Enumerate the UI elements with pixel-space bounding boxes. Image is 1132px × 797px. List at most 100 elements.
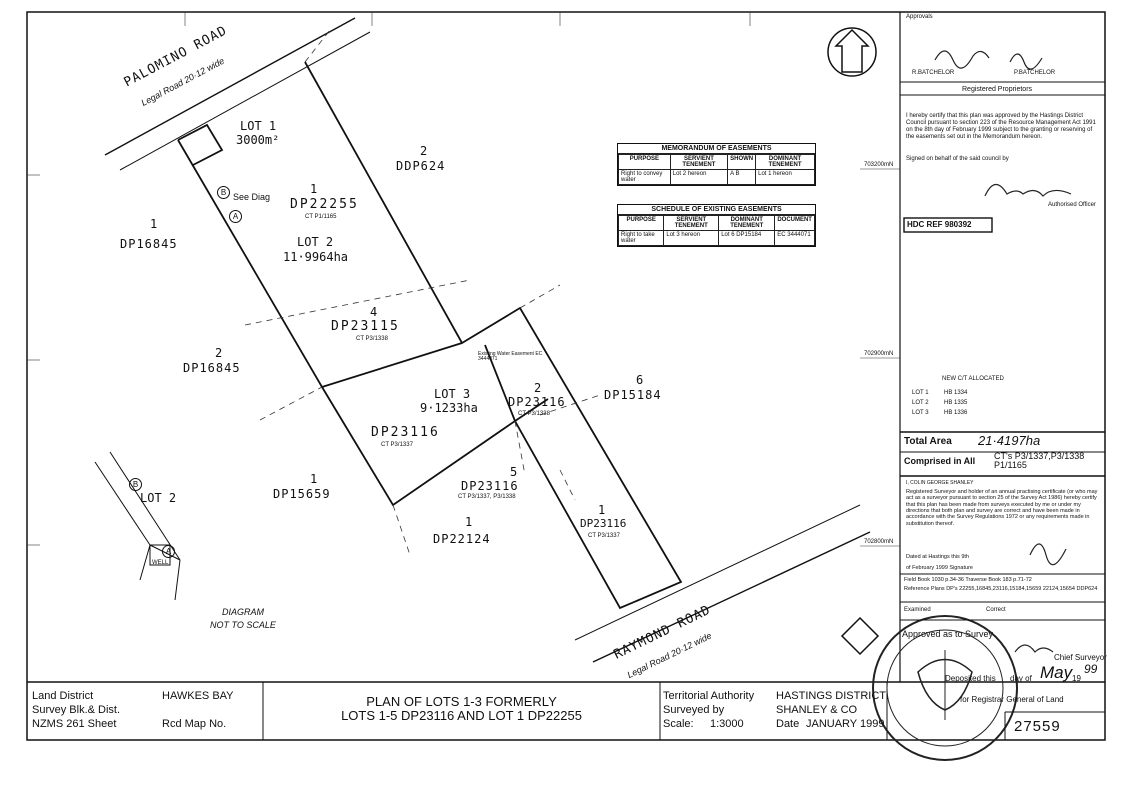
signature-scribbles bbox=[934, 50, 1072, 653]
ct-lot1-value: HB 1334 bbox=[944, 390, 968, 396]
lot2-label: LOT 2 bbox=[297, 235, 334, 249]
ct-lot2-value: HB 1335 bbox=[944, 400, 968, 406]
registered-proprietors-label: Registered Proprietors bbox=[962, 86, 1033, 93]
dp22124-number: 1 bbox=[465, 515, 473, 529]
surveyed-by-value: SHANLEY & CO bbox=[776, 704, 858, 716]
schedule-header-dominant: DOMINANT TENEMENT bbox=[718, 215, 776, 231]
date-value: JANUARY 1999 bbox=[806, 718, 885, 730]
comprised-in-value: CT's P3/1337,P3/1338 P1/1165 bbox=[994, 451, 1085, 471]
diagram-well-label: WELL bbox=[152, 560, 169, 566]
lot3-label: LOT 3 bbox=[434, 387, 471, 401]
ddp624-number: 2 bbox=[420, 144, 428, 158]
correct-label: Correct bbox=[986, 607, 1006, 613]
scale-label: Scale: bbox=[663, 718, 694, 730]
raymond-road-lines bbox=[574, 504, 871, 663]
dp23116-d-number: 1 bbox=[598, 503, 606, 517]
grid-label-703200: 703200mN bbox=[864, 162, 894, 168]
land-district-label: Land District bbox=[32, 690, 94, 702]
examined-label: Examined bbox=[904, 607, 931, 613]
schedule-header-servient: SERVIENT TENEMENT bbox=[663, 215, 720, 231]
surveyor-name: I, COLIN GEORGE SHANLEY bbox=[906, 480, 974, 486]
nzms-sheet-label: NZMS 261 Sheet bbox=[32, 718, 117, 730]
grid-label-702800: 702800mN bbox=[864, 539, 894, 545]
grid-ticks bbox=[27, 12, 900, 547]
registrar-general-label: for Registrar General of Land bbox=[960, 695, 1064, 704]
memorandum-title: MEMORANDUM OF EASEMENTS bbox=[618, 144, 815, 154]
ct-lot1-label: LOT 1 bbox=[912, 390, 929, 396]
lot3-area: 9·1233ha bbox=[420, 401, 478, 415]
dp16845-1-number: 1 bbox=[150, 217, 158, 231]
memorandum-cell-dominant: Lot 1 hereon bbox=[755, 169, 815, 185]
hdc-reference: HDC REF 980392 bbox=[907, 220, 972, 229]
grid-label-702900: 702900mN bbox=[864, 351, 894, 357]
schedule-cell-document: EC 3444071 bbox=[774, 230, 815, 246]
comprised-in-label: Comprised in All bbox=[904, 456, 976, 466]
field-book-text: Field Book 1030 p.34-36 Traverse Book 18… bbox=[904, 577, 1032, 583]
dp16845-2-label: DP16845 bbox=[183, 361, 241, 375]
dp23116-d-ct: CT P3/1337 bbox=[588, 533, 620, 539]
territorial-authority-value: HASTINGS DISTRICT bbox=[776, 690, 887, 702]
deposited-month: May bbox=[1040, 663, 1073, 682]
new-ct-allocated-label: NEW C/T ALLOCATED bbox=[942, 376, 1004, 382]
year-prefix: 19 bbox=[1072, 674, 1081, 683]
diagram-lot2-label: LOT 2 bbox=[140, 491, 177, 505]
lot2-ct: CT P1/1165 bbox=[305, 214, 337, 220]
dp22124-label: DP22124 bbox=[433, 532, 491, 546]
dp23116-d-label: DP23116 bbox=[580, 517, 627, 530]
north-arrow-icon bbox=[827, 27, 877, 77]
total-area-label: Total Area bbox=[904, 436, 952, 447]
schedule-of-existing-easements-table: SCHEDULE OF EXISTING EASEMENTS PURPOSE S… bbox=[617, 204, 816, 247]
schedule-header-document: DOCUMENT bbox=[774, 215, 815, 231]
palomino-road-lines bbox=[104, 17, 371, 171]
dp15659-number: 1 bbox=[310, 472, 318, 486]
diagram-mark-b: B bbox=[129, 478, 142, 491]
lot1-label: LOT 1 bbox=[240, 119, 277, 133]
dp23115-label: DP23115 bbox=[331, 319, 400, 334]
dp23116-c-number: 5 bbox=[510, 465, 518, 479]
diamond-symbol-icon bbox=[840, 616, 880, 656]
dp23116-c-ct: CT P3/1337, P3/1338 bbox=[458, 494, 516, 500]
scale-value: 1:3000 bbox=[710, 718, 744, 730]
territorial-authority-label: Territorial Authority bbox=[663, 690, 755, 702]
dp23116-b-ct: CT P3/1338 bbox=[518, 411, 550, 417]
schedule-cell-dominant: Lot 6 DP15184 bbox=[718, 230, 776, 246]
diagram-note-line2: NOT TO SCALE bbox=[210, 620, 276, 630]
dp23115-ct: CT P3/1338 bbox=[356, 336, 388, 342]
see-diagram-note: See Diag bbox=[233, 192, 271, 202]
lot2-dp22255: DP22255 bbox=[290, 197, 359, 212]
diagram-lines bbox=[94, 451, 181, 601]
signed-on-behalf-text: Signed on behalf of the said council by bbox=[906, 156, 1009, 162]
easement-mark-b: B bbox=[217, 186, 230, 199]
land-district-value: HAWKES BAY bbox=[162, 690, 234, 702]
memorandum-cell-servient: Lot 2 hereon bbox=[669, 169, 729, 185]
day-of-label: day of bbox=[1010, 674, 1032, 683]
schedule-cell-servient: Lot 3 hereon bbox=[663, 230, 720, 246]
surveyor-certificate: Registered Surveyor and holder of an ann… bbox=[906, 489, 1098, 527]
lot1-area: 3000m² bbox=[236, 133, 280, 147]
diagram-mark-a: A bbox=[162, 545, 175, 558]
approved-as-to-survey-label: Approved as to Survey bbox=[902, 629, 994, 639]
plan-frame bbox=[26, 11, 1106, 741]
dp23115-number: 4 bbox=[370, 305, 378, 319]
ct-lot3-label: LOT 3 bbox=[912, 410, 929, 416]
dp16845-2-number: 2 bbox=[215, 346, 223, 360]
right-panel-boxes bbox=[900, 81, 1105, 740]
registrar-seal-icon bbox=[872, 615, 1018, 761]
lot2-area: 11·9964ha bbox=[283, 250, 349, 264]
total-area-value: 21·4197ha bbox=[978, 433, 1041, 448]
easement-mark-a: A bbox=[229, 210, 242, 223]
schedule-title: SCHEDULE OF EXISTING EASEMENTS bbox=[618, 205, 815, 215]
dp22255-number: 1 bbox=[310, 182, 318, 196]
schedule-cell-purpose: Right to take water bbox=[617, 230, 665, 246]
dp15659-label: DP15659 bbox=[273, 487, 331, 501]
dp23116-b-number: 2 bbox=[534, 381, 542, 395]
plan-number: 27559 bbox=[1014, 718, 1061, 735]
memorandum-of-easements-table: MEMORANDUM OF EASEMENTS PURPOSE SERVIENT… bbox=[617, 143, 816, 186]
dp23116-a-label: DP23116 bbox=[371, 425, 440, 440]
dp23116-b-label: DP23116 bbox=[508, 395, 566, 409]
chief-surveyor-label: Chief Surveyor bbox=[1054, 653, 1107, 662]
deposited-year: 99 bbox=[1084, 662, 1098, 676]
memorandum-header-servient: SERVIENT TENEMENT bbox=[669, 154, 729, 170]
dp23116-a-ct: CT P3/1337 bbox=[381, 442, 413, 448]
